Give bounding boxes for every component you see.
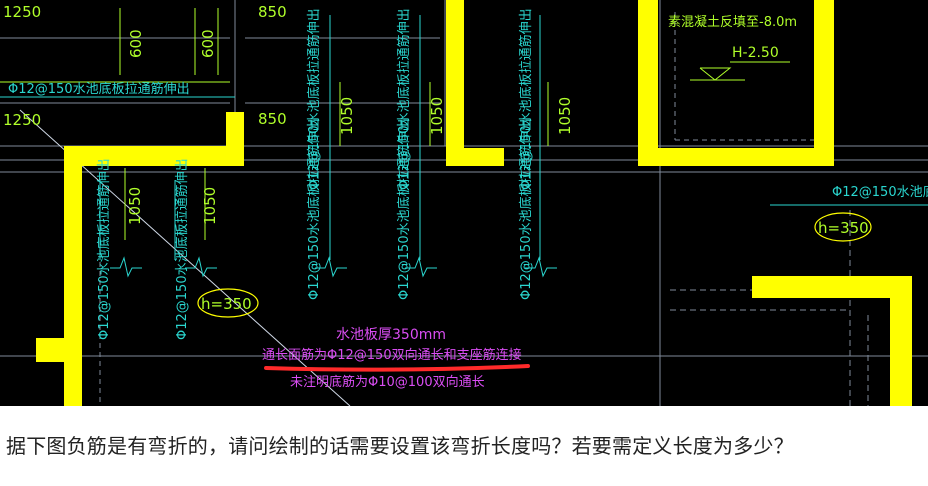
thickness-marks: h=350 h=350 (197, 212, 872, 318)
room-notes: 素混凝土反填至-8.0m H-2.50 (668, 14, 797, 61)
pool-floor-note: 水池板厚350mm (336, 327, 446, 343)
dim-1050-a: 1050 (338, 97, 356, 135)
walls (36, 0, 912, 406)
dim-1050-b: 1050 (428, 97, 446, 135)
thickness-ellipse-left (197, 288, 259, 318)
through-bar-note: 通长面筋为Φ12@150双向通长和支座筋连接 (262, 347, 522, 363)
bottom-bar-note: 未注明底筋为Φ10@100双向通长 (290, 374, 485, 390)
label-vert-rebar-6: Φ12@150水池底板拉通筋伸出 (306, 118, 322, 300)
label-vert-rebar-3: Φ12@150水池底板拉通筋伸出 (518, 8, 534, 190)
thickness-left: h=350 (201, 295, 252, 313)
rebar-lines (0, 15, 928, 278)
dim-600-a: 600 (127, 29, 145, 58)
label-right-horizontal: Φ12@150水池底 (832, 184, 928, 200)
label-top-horizontal: Φ12@150水池底板拉通筋伸出 (8, 81, 190, 97)
dim-1250-mid: 1250 (3, 111, 41, 129)
dim-1250-top: 1250 (3, 3, 41, 21)
magenta-notes: 水池板厚350mm 通长面筋为Φ12@150双向通长和支座筋连接 未注明底筋为Φ… (262, 327, 522, 390)
cad-drawing-viewport: 1250 1250 850 850 600 600 1050 1050 1050… (0, 0, 928, 406)
label-vert-rebar-5: Φ12@150水池底板拉通筋伸出 (174, 158, 190, 340)
highlight-underline (264, 364, 530, 372)
label-vert-rebar-4: Φ12@150水池底板拉通筋伸出 (96, 158, 112, 340)
thickness-right: h=350 (818, 219, 869, 237)
dim-850-top: 850 (258, 3, 287, 21)
question-bar: 据下图负筋是有弯折的，请问绘制的话需要设置该弯折长度吗？若要需定义长度为多少？ (0, 406, 928, 486)
dim-600-b: 600 (199, 29, 217, 58)
dim-1050-c: 1050 (556, 97, 574, 135)
question-text: 据下图负筋是有弯折的，请问绘制的话需要设置该弯折长度吗？若要需定义长度为多少？ (6, 434, 794, 458)
label-vert-rebar-1: Φ12@150水池底板拉通筋伸出 (306, 8, 322, 190)
label-vert-rebar-2: Φ12@150水池底板拉通筋伸出 (396, 8, 412, 190)
dim-1050-d: 1050 (126, 187, 144, 225)
rebar-labels: Φ12@150水池底板拉通筋伸出 Φ12@150水池底 Φ12@150水池底板拉… (8, 8, 928, 340)
label-vert-rebar-7: Φ12@150水池底板拉通筋伸出 (396, 118, 412, 300)
dimension-texts: 1250 1250 850 850 600 600 1050 1050 1050… (3, 3, 574, 225)
dim-850-mid: 850 (258, 110, 287, 128)
thickness-ellipse-right (814, 212, 872, 242)
concrete-note: 素混凝土反填至-8.0m (668, 14, 797, 30)
elevation-label: H-2.50 (732, 45, 779, 61)
label-vert-rebar-8: Φ12@150水池底板拉通筋伸出 (518, 118, 534, 300)
dimension-lines (0, 8, 790, 240)
cad-canvas: 1250 1250 850 850 600 600 1050 1050 1050… (0, 0, 928, 406)
dim-1050-e: 1050 (201, 187, 219, 225)
